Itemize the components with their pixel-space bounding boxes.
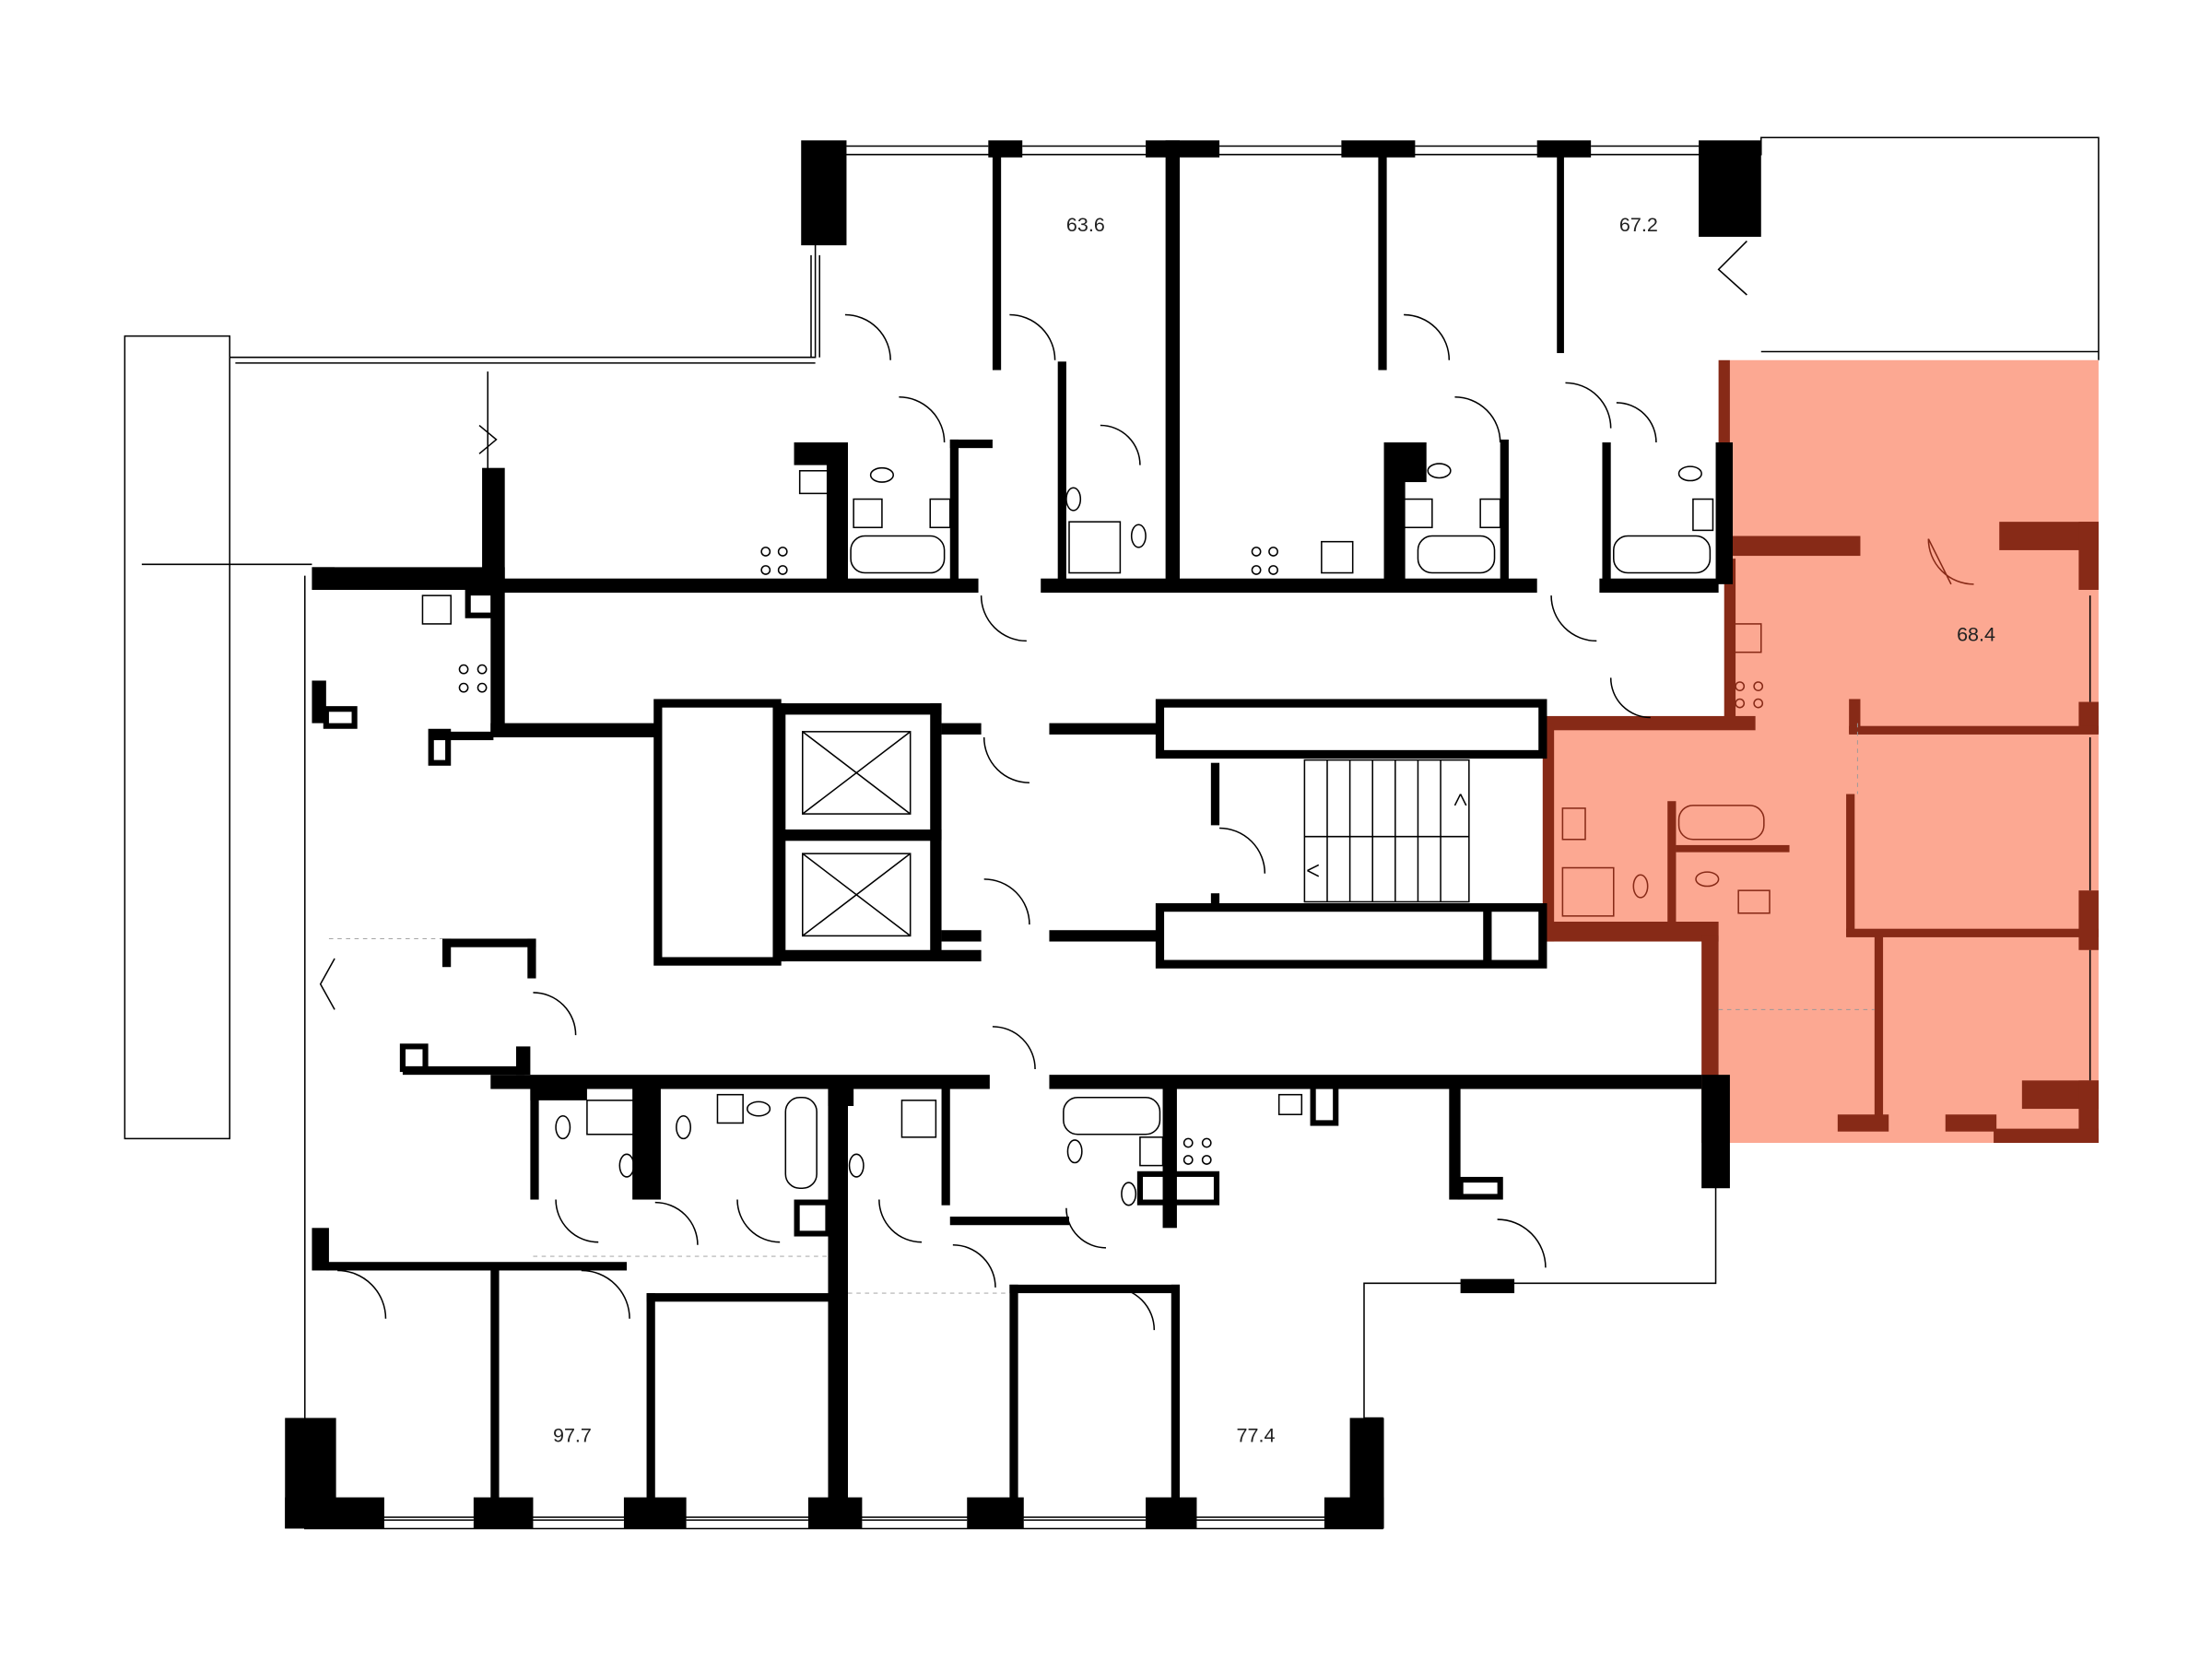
fixtures bbox=[421, 463, 1714, 1206]
area-label-63-6: 63.6 bbox=[1066, 214, 1105, 236]
walls bbox=[285, 140, 1761, 1529]
area-label-68-4: 68.4 bbox=[1957, 623, 1995, 645]
area-label-67-2: 67.2 bbox=[1619, 214, 1658, 236]
doors bbox=[319, 240, 1747, 1331]
elevator-2 bbox=[802, 853, 912, 937]
windows bbox=[235, 145, 2091, 1521]
staircase bbox=[1303, 759, 1470, 903]
elevator-1 bbox=[802, 731, 912, 815]
area-labels: 63.6 67.2 68.4 97.7 77.4 bbox=[553, 214, 1995, 1447]
apartment-68-4-fixtures bbox=[1561, 538, 1974, 917]
area-label-77-4: 77.4 bbox=[1237, 1425, 1276, 1447]
apartment-68-4-walls bbox=[1542, 359, 2099, 1143]
apartment-68-4-fill bbox=[1542, 359, 2099, 1143]
zone-lines bbox=[328, 723, 1875, 1294]
area-label-97-7: 97.7 bbox=[553, 1425, 592, 1447]
highlighted-apartment bbox=[1542, 359, 2099, 1143]
elevators bbox=[802, 731, 912, 937]
